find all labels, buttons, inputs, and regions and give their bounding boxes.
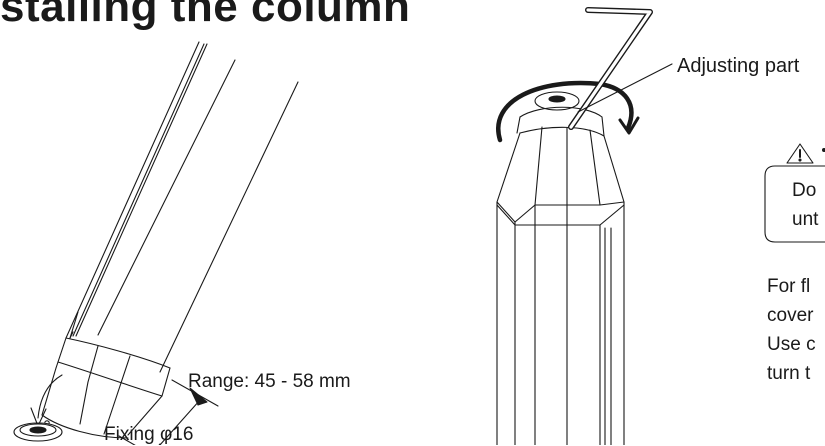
caution-line: Do xyxy=(792,180,817,201)
upright-column-drawing xyxy=(494,7,653,445)
instruction-line: Use c xyxy=(767,334,816,355)
instruction-text: For fl cover Use c turn t xyxy=(767,272,816,388)
adjusting-part-leader xyxy=(577,63,673,113)
range-dimension xyxy=(118,379,219,445)
adjusting-part-label: Adjusting part xyxy=(677,55,800,77)
fixing-label: Fixing φ16 xyxy=(104,424,194,445)
caution-text: Do unt xyxy=(792,176,818,234)
caution-line: unt xyxy=(792,209,819,230)
page-heading: stalling the column xyxy=(0,0,411,31)
range-label: Range: 45 - 58 mm xyxy=(188,371,351,392)
fixing-cap xyxy=(13,422,63,442)
instruction-line: cover xyxy=(767,305,814,326)
caution-box xyxy=(764,143,825,243)
instruction-line: For fl xyxy=(767,276,811,297)
warning-triangle-icon xyxy=(786,143,814,164)
instruction-line: turn t xyxy=(767,363,811,384)
tilted-column-drawing xyxy=(41,41,299,439)
